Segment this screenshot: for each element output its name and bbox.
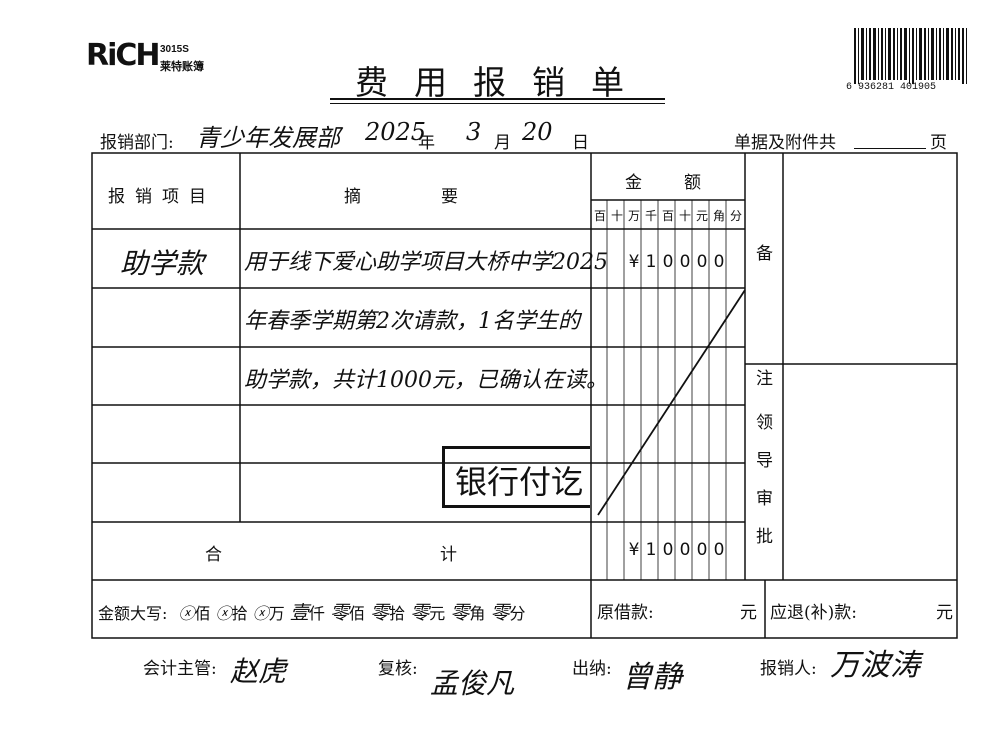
dept-value: 青少年发展部 bbox=[196, 124, 340, 152]
total-label-1: 合 bbox=[205, 545, 222, 565]
barcode-icon bbox=[854, 28, 967, 84]
summary-line-3: 助学款，共计1000元，已确认在读。 bbox=[244, 368, 608, 393]
refund-unit: 元 bbox=[936, 603, 953, 623]
year-value: 2025 bbox=[365, 118, 427, 146]
dept-label: 报销部门: bbox=[100, 133, 174, 153]
digit-header: 十 bbox=[679, 209, 692, 223]
capital-label: 金额大写: bbox=[98, 604, 168, 623]
capital-unit: 元 bbox=[429, 604, 446, 623]
loan-unit: 元 bbox=[740, 603, 757, 623]
summary-line-1: 用于线下爱心助学项目大桥中学2025 bbox=[244, 250, 608, 275]
digit-header: 万 bbox=[628, 209, 641, 223]
claimant-label: 报销人: bbox=[760, 659, 817, 679]
col-approval-header: 领导审批 bbox=[756, 413, 773, 547]
col-summary-header: 摘要 bbox=[344, 187, 538, 207]
capital-value: 零 bbox=[450, 602, 470, 624]
title-underline-1 bbox=[330, 98, 665, 100]
day-value: 20 bbox=[522, 118, 553, 146]
capital-value: 零 bbox=[410, 602, 430, 624]
total-label-2: 计 bbox=[440, 545, 457, 565]
refund-label: 应退(补)款: bbox=[770, 603, 857, 623]
accounting-label: 会计主管: bbox=[143, 659, 217, 679]
year-label: 年 bbox=[418, 133, 435, 153]
attachments-label: 单据及附件共 bbox=[734, 133, 836, 153]
amount-digit: 0 bbox=[696, 252, 708, 272]
capital-unit: 拾 bbox=[231, 604, 248, 623]
review-label: 复核: bbox=[378, 659, 418, 679]
digit-header: 千 bbox=[645, 209, 658, 223]
loan-label: 原借款: bbox=[597, 603, 654, 623]
total-digit: 0 bbox=[713, 540, 725, 560]
month-value: 3 bbox=[466, 118, 482, 146]
digit-header: 百 bbox=[594, 209, 607, 223]
capital-unit: 佰 bbox=[349, 604, 366, 623]
col-amount-header: 金额 bbox=[625, 173, 743, 193]
month-label: 月 bbox=[494, 133, 511, 153]
digit-header: 十 bbox=[611, 209, 624, 223]
capital-unit: 佰 bbox=[194, 604, 211, 623]
brand-name: 莱特账簿 bbox=[160, 61, 204, 73]
brand-model: 3015S bbox=[160, 44, 189, 55]
claimant-signature: 万波涛 bbox=[830, 648, 920, 683]
title-underline-2 bbox=[330, 103, 665, 104]
cashier-label: 出纳: bbox=[572, 659, 612, 679]
total-digit: 0 bbox=[662, 540, 674, 560]
capital-value: ⓧ bbox=[178, 604, 195, 623]
barcode-number: 6 936281 401905 bbox=[846, 82, 937, 93]
cashier-signature: 曾静 bbox=[622, 660, 682, 695]
form-title: 费用报销单 bbox=[355, 63, 650, 102]
total-digit: 0 bbox=[679, 540, 691, 560]
capital-unit: 拾 bbox=[389, 604, 406, 623]
bank-paid-stamp: 银行付讫 bbox=[442, 446, 590, 508]
capital-amount-row: 金额大写: ⓧ佰 ⓧ拾 ⓧ万 壹仟 零佰 零拾 零元 零角 零分 bbox=[98, 598, 526, 625]
col-remark-header: 备注 bbox=[756, 244, 773, 389]
amount-digit: ¥ bbox=[628, 252, 640, 272]
capital-value: 零 bbox=[490, 602, 510, 624]
amount-digit: 0 bbox=[679, 252, 691, 272]
brand-logo: RiCH bbox=[86, 38, 161, 73]
accounting-signature: 赵虎 bbox=[230, 655, 287, 688]
total-digit: ¥ bbox=[628, 540, 640, 560]
digit-header: 分 bbox=[730, 209, 743, 223]
total-digit: 1 bbox=[645, 540, 657, 560]
summary-line-2: 年春季学期第2次请款，1名学生的 bbox=[244, 309, 580, 334]
capital-unit: 仟 bbox=[308, 604, 325, 623]
attachments-blank bbox=[854, 148, 926, 149]
capital-value: 零 bbox=[330, 602, 350, 624]
capital-value: 壹 bbox=[289, 602, 309, 624]
capital-unit: 万 bbox=[268, 604, 285, 623]
capital-unit: 分 bbox=[509, 604, 526, 623]
digit-header: 角 bbox=[713, 209, 726, 223]
col-item-header: 报销项目 bbox=[108, 187, 216, 207]
row-item-value: 助学款 bbox=[120, 247, 205, 280]
total-digit: 0 bbox=[696, 540, 708, 560]
digit-header: 元 bbox=[696, 209, 709, 223]
review-signature: 孟俊凡 bbox=[430, 667, 515, 700]
amount-digit: 1 bbox=[645, 252, 657, 272]
capital-value: 零 bbox=[370, 602, 390, 624]
day-label: 日 bbox=[572, 133, 589, 153]
capital-unit: 角 bbox=[469, 604, 486, 623]
capital-value: ⓧ bbox=[215, 604, 232, 623]
capital-value: ⓧ bbox=[252, 604, 269, 623]
stamp-text: 银行付讫 bbox=[455, 463, 584, 501]
amount-digit: 0 bbox=[713, 252, 725, 272]
digit-header: 百 bbox=[662, 209, 675, 223]
attachments-unit: 页 bbox=[930, 133, 947, 153]
amount-digit: 0 bbox=[662, 252, 674, 272]
